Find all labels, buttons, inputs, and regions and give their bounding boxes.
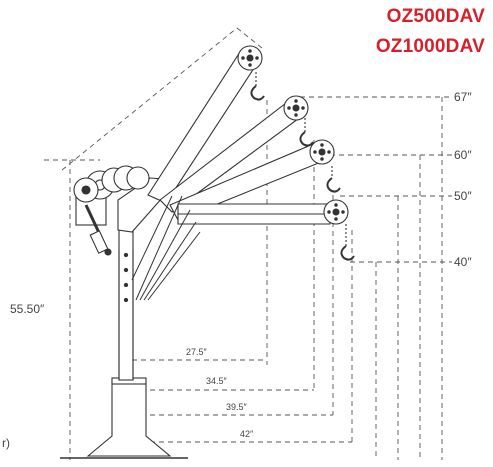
hook-position-60 xyxy=(299,118,314,147)
hook-position-50 xyxy=(326,166,341,193)
boom-position-67 xyxy=(147,45,263,204)
reach-label-27-5: 27.5″ xyxy=(186,347,208,357)
boom-position-50 xyxy=(169,139,335,221)
height-label-67: 67″ xyxy=(454,90,472,104)
dimension-guides xyxy=(44,27,452,460)
boom-position-40 xyxy=(177,199,349,225)
winch-drum xyxy=(73,165,150,256)
height-label-50: 50″ xyxy=(454,189,472,203)
hook-position-67 xyxy=(250,72,265,101)
reach-label-39-5: 39.5″ xyxy=(226,402,248,412)
height-label-60: 60″ xyxy=(454,148,472,162)
reach-label-34-5: 34.5″ xyxy=(206,376,228,386)
hook-position-40 xyxy=(340,224,355,261)
model-title-oz1000dav: OZ1000DAV xyxy=(375,36,485,57)
height-label-40: 40″ xyxy=(454,255,472,269)
reach-label-42: 42″ xyxy=(240,429,254,439)
boom-support-struts xyxy=(131,195,201,301)
base-pedestal xyxy=(60,224,188,459)
boom-position-60 xyxy=(159,95,309,213)
edge-text-fragment: r) xyxy=(2,436,10,450)
model-title-oz500dav: OZ500DAV xyxy=(386,6,485,27)
mast-height-label: 55.50″ xyxy=(10,302,45,316)
